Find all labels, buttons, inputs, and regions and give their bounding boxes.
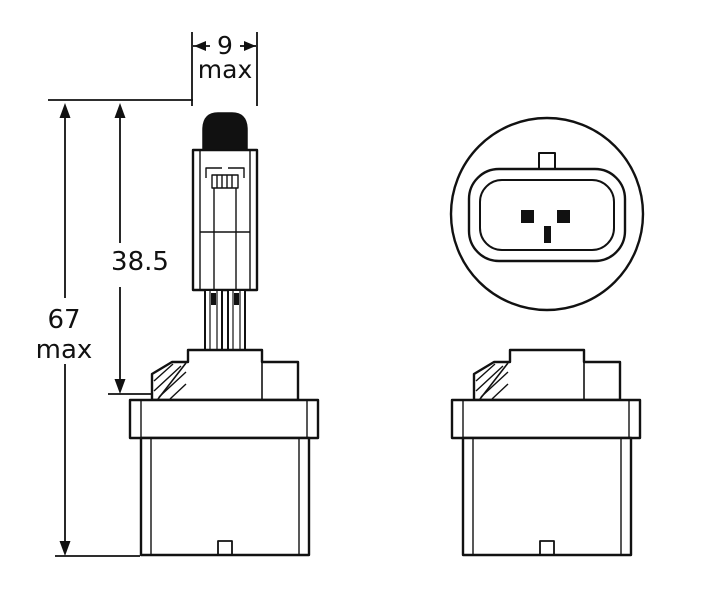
crimp-left — [211, 293, 216, 305]
lug-hatching — [153, 363, 187, 400]
base-front-view — [450, 348, 642, 557]
pinch-seal-legs — [204, 289, 246, 351]
terminal-key-bar — [544, 226, 551, 243]
base-bottom-notch-front — [539, 540, 555, 556]
arrowhead-down — [114, 379, 126, 394]
support-hook-left — [205, 167, 222, 178]
connector-top-view — [449, 116, 645, 312]
black-tip — [202, 112, 248, 151]
base-body-front — [461, 436, 633, 557]
dim-width-value: 9 — [217, 31, 233, 60]
arrowhead-up — [114, 103, 126, 118]
dim-overall-qualifier: max — [36, 335, 93, 365]
dim-width-qualifier: max — [198, 55, 252, 84]
arrowhead-left — [194, 41, 206, 51]
terminal-right — [557, 210, 570, 223]
dimension-envelope-width: 9 max — [48, 31, 258, 106]
hatch-line — [158, 371, 187, 398]
base-flange-front — [450, 398, 642, 440]
dim-overall-value: 67 — [47, 305, 80, 335]
lug-hatching — [475, 363, 509, 400]
hatch-line — [153, 363, 174, 382]
hatch-line — [475, 365, 504, 392]
hatch-line — [169, 383, 187, 400]
crimp-right — [234, 293, 239, 305]
arrowhead-down — [59, 541, 71, 556]
filament-assembly — [200, 167, 250, 290]
hatch-line — [480, 371, 509, 398]
hatch-line — [153, 365, 182, 392]
base-collar-front — [472, 348, 622, 402]
hatch-line — [491, 383, 509, 400]
bulb-side-view — [128, 112, 320, 557]
arrowhead-right — [244, 41, 256, 51]
terminal-left — [521, 210, 534, 223]
hatch-line — [475, 363, 496, 382]
connector-shell-outer — [467, 167, 627, 263]
arrowhead-up — [59, 103, 71, 118]
base-collar-side — [150, 348, 300, 402]
glass-envelope — [191, 148, 259, 292]
dim-glass-value: 38.5 — [111, 247, 169, 277]
base-body-side — [139, 436, 311, 557]
connector-shell-inner — [479, 179, 615, 251]
dimension-overall-length: 67 max — [36, 103, 140, 557]
support-hook-right — [228, 167, 245, 178]
base-flange-side — [128, 398, 320, 440]
base-bottom-notch-side — [217, 540, 233, 556]
filament-coil — [211, 174, 239, 189]
